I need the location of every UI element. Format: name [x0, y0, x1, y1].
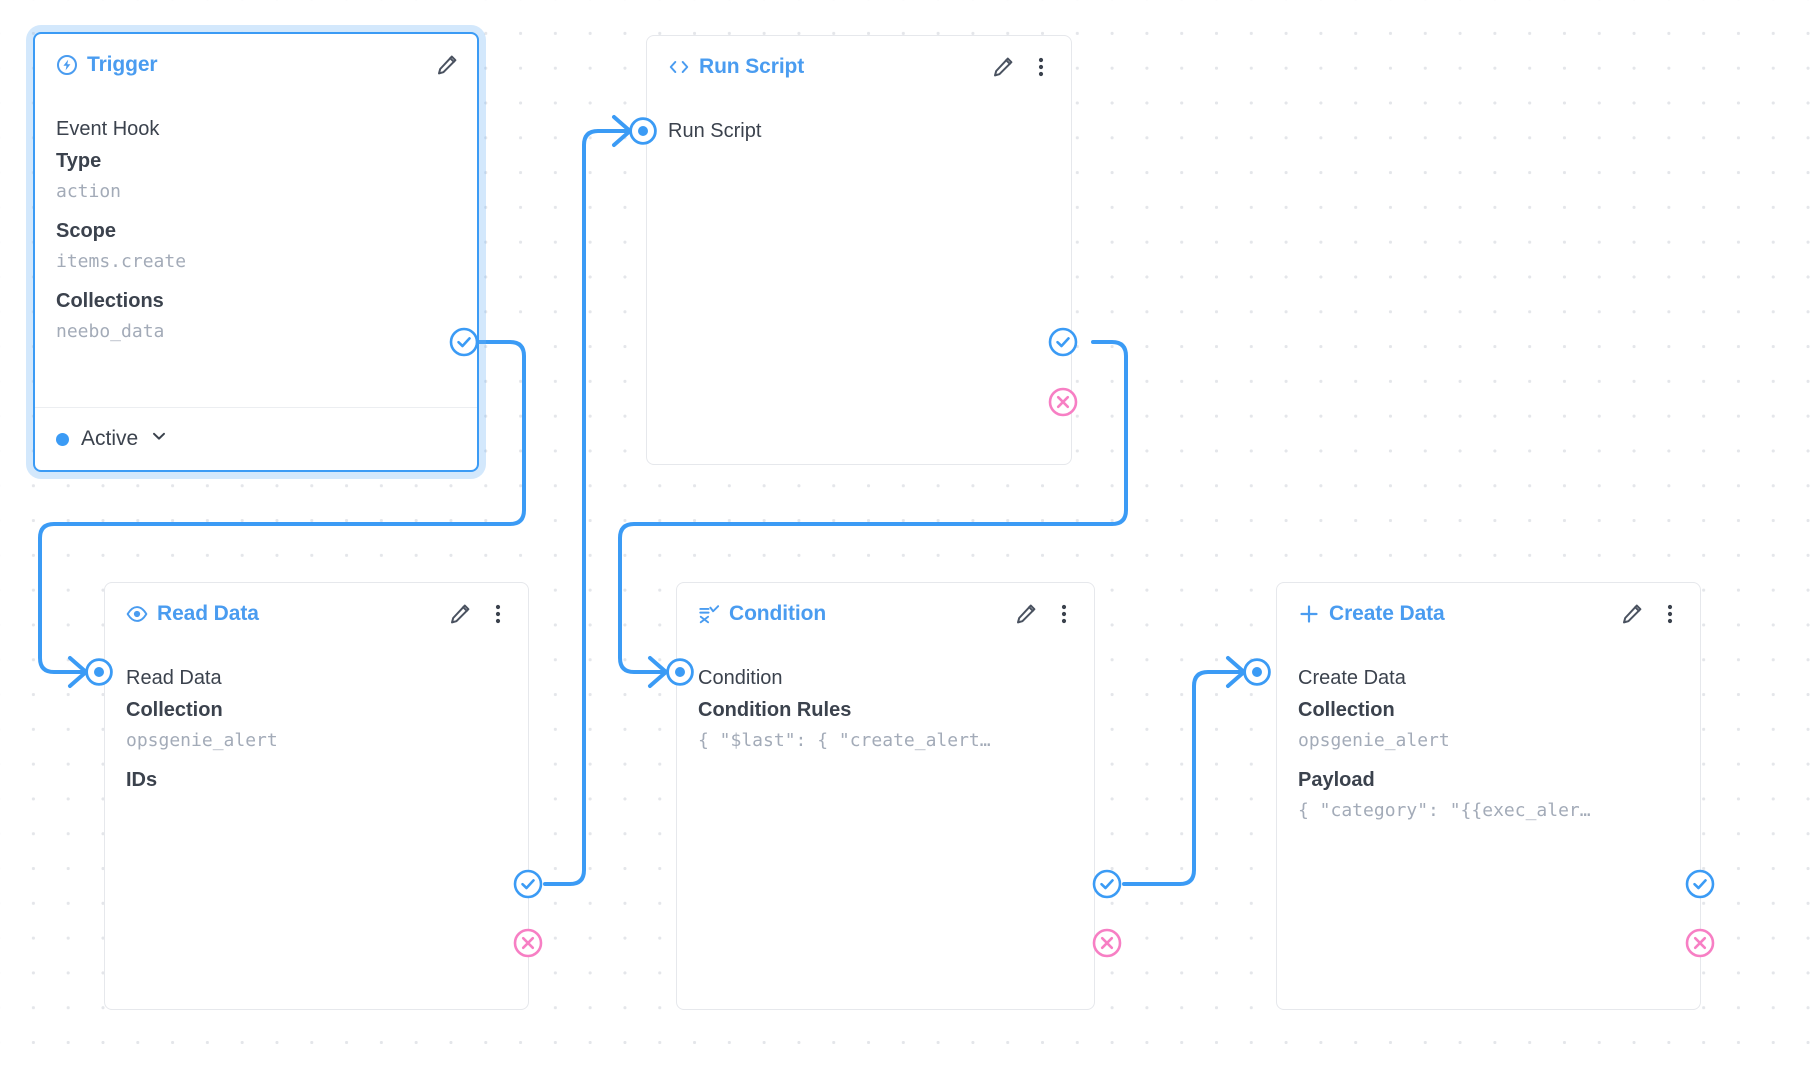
node-footer: Active [35, 407, 477, 470]
node-header-actions [448, 602, 510, 626]
plus-icon [1298, 603, 1320, 625]
node-body: Condition Condition Rules { "$last": { "… [677, 645, 1094, 765]
node-row-title: Create Data [1298, 667, 1406, 689]
resolve-port[interactable] [513, 869, 543, 899]
field-label: Payload [1298, 769, 1375, 791]
more-options-icon[interactable] [1029, 55, 1053, 79]
node-row-title: Condition [698, 667, 783, 689]
node-header: Create Data [1277, 583, 1700, 645]
lightning-circle-icon [56, 54, 78, 76]
node-body: Run Script [647, 98, 1071, 148]
edge-arrowhead [648, 656, 668, 688]
node-header-actions [435, 53, 459, 77]
input-port[interactable] [84, 657, 114, 687]
status-dropdown[interactable]: Active [56, 427, 168, 451]
field-value: neebo_data [56, 321, 165, 342]
status-dot-icon [56, 432, 69, 446]
field-value: action [56, 181, 122, 202]
field-label: Condition Rules [698, 699, 852, 721]
field-label: Collections [56, 290, 164, 312]
input-port[interactable] [665, 657, 695, 687]
node-type-badge: Create Data [1298, 602, 1445, 626]
status-label: Active [81, 427, 139, 450]
node-type-label: Trigger [87, 53, 158, 76]
field-value: items.create [56, 251, 187, 272]
node-row-title: Event Hook [56, 118, 160, 140]
node-create-data[interactable]: Create Data Create [1276, 582, 1701, 1010]
node-row-title: Run Script [668, 120, 762, 142]
reject-port[interactable] [513, 928, 543, 958]
node-trigger[interactable]: Trigger Event Hook Type action Scope ite… [33, 32, 479, 472]
node-body: Event Hook Type action Scope items.creat… [35, 96, 477, 356]
input-port[interactable] [1242, 657, 1272, 687]
node-body: Create Data Collection opsgenie_alert Pa… [1277, 645, 1700, 835]
field-label: Scope [56, 220, 117, 242]
resolve-port[interactable] [1048, 327, 1078, 357]
field-label: IDs [126, 769, 158, 791]
edit-icon[interactable] [1014, 602, 1038, 626]
edit-icon[interactable] [1620, 602, 1644, 626]
more-options-icon[interactable] [486, 602, 510, 626]
eye-icon [126, 603, 148, 625]
edge-read-data-to-run-script [543, 129, 630, 886]
edit-icon[interactable] [448, 602, 472, 626]
node-header: Condition [677, 583, 1094, 645]
more-options-icon[interactable] [1052, 602, 1076, 626]
node-type-label: Create Data [1329, 602, 1445, 625]
node-header-actions [1014, 602, 1076, 626]
node-type-badge: Condition [698, 602, 826, 626]
edit-icon[interactable] [435, 53, 459, 77]
node-run-script[interactable]: Run Script Run Scr [646, 35, 1072, 465]
field-value: opsgenie_alert [1298, 730, 1450, 751]
node-header: Run Script [647, 36, 1071, 98]
input-port[interactable] [628, 116, 658, 146]
node-condition[interactable]: Condition Conditio [676, 582, 1095, 1010]
node-type-badge: Run Script [668, 55, 804, 79]
node-header: Read Data [105, 583, 528, 645]
node-header-actions [1620, 602, 1682, 626]
node-body: Read Data Collection opsgenie_alert IDs [105, 645, 528, 796]
node-header: Trigger [35, 34, 477, 96]
node-row-title: Read Data [126, 667, 222, 689]
node-type-label: Condition [729, 602, 827, 625]
field-value: { "category": "{{exec_aler… [1298, 800, 1591, 821]
node-type-badge: Trigger [56, 53, 158, 77]
node-read-data[interactable]: Read Data Read Dat [104, 582, 529, 1010]
reject-port[interactable] [1092, 928, 1122, 958]
edit-icon[interactable] [991, 55, 1015, 79]
node-type-badge: Read Data [126, 602, 259, 626]
node-header-actions [991, 55, 1053, 79]
resolve-port[interactable] [1092, 869, 1122, 899]
node-type-label: Run Script [699, 55, 805, 78]
resolve-port[interactable] [1685, 869, 1715, 899]
edge-condition-to-create-data [1122, 670, 1244, 886]
chevron-down-icon [150, 427, 168, 451]
field-label: Type [56, 150, 102, 172]
field-value: { "$last": { "create_alert… [698, 730, 991, 751]
resolve-port[interactable] [449, 327, 479, 357]
condition-filter-icon [698, 603, 720, 625]
reject-port[interactable] [1048, 387, 1078, 417]
field-label: Collection [1298, 699, 1395, 721]
code-brackets-icon [668, 56, 690, 78]
field-value: opsgenie_alert [126, 730, 278, 751]
field-label: Collection [126, 699, 223, 721]
node-type-label: Read Data [157, 602, 259, 625]
reject-port[interactable] [1685, 928, 1715, 958]
more-options-icon[interactable] [1658, 602, 1682, 626]
